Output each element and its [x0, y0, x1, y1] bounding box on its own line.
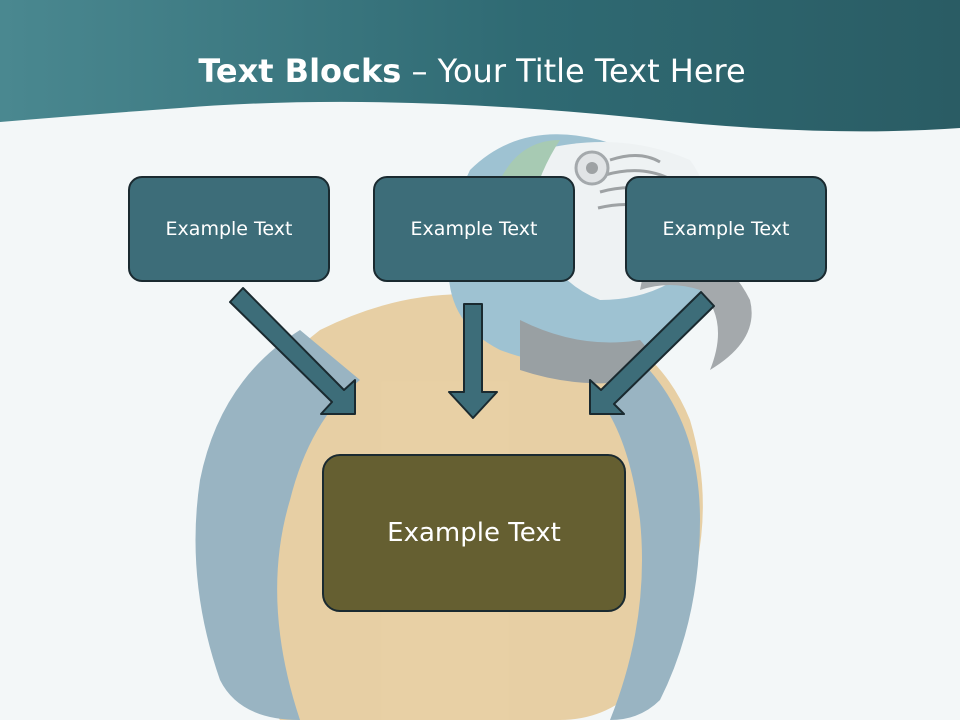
example-box-right: Example Text	[625, 176, 827, 282]
slide-title: Text Blocks – Your Title Text Here	[0, 52, 944, 90]
title-rest: Your Title Text Here	[437, 52, 746, 90]
example-box-right-label: Example Text	[662, 218, 790, 240]
example-box-result: Example Text	[322, 454, 626, 612]
arrow-right-icon	[589, 291, 715, 415]
arrow-center-icon	[448, 303, 498, 419]
title-separator: –	[401, 52, 438, 90]
title-bold: Text Blocks	[198, 52, 402, 90]
example-box-left: Example Text	[128, 176, 330, 282]
example-box-result-label: Example Text	[387, 518, 561, 548]
example-box-center: Example Text	[373, 176, 575, 282]
arrow-left-icon	[229, 287, 356, 415]
example-box-left-label: Example Text	[165, 218, 293, 240]
example-box-center-label: Example Text	[410, 218, 538, 240]
header-band	[0, 0, 960, 132]
